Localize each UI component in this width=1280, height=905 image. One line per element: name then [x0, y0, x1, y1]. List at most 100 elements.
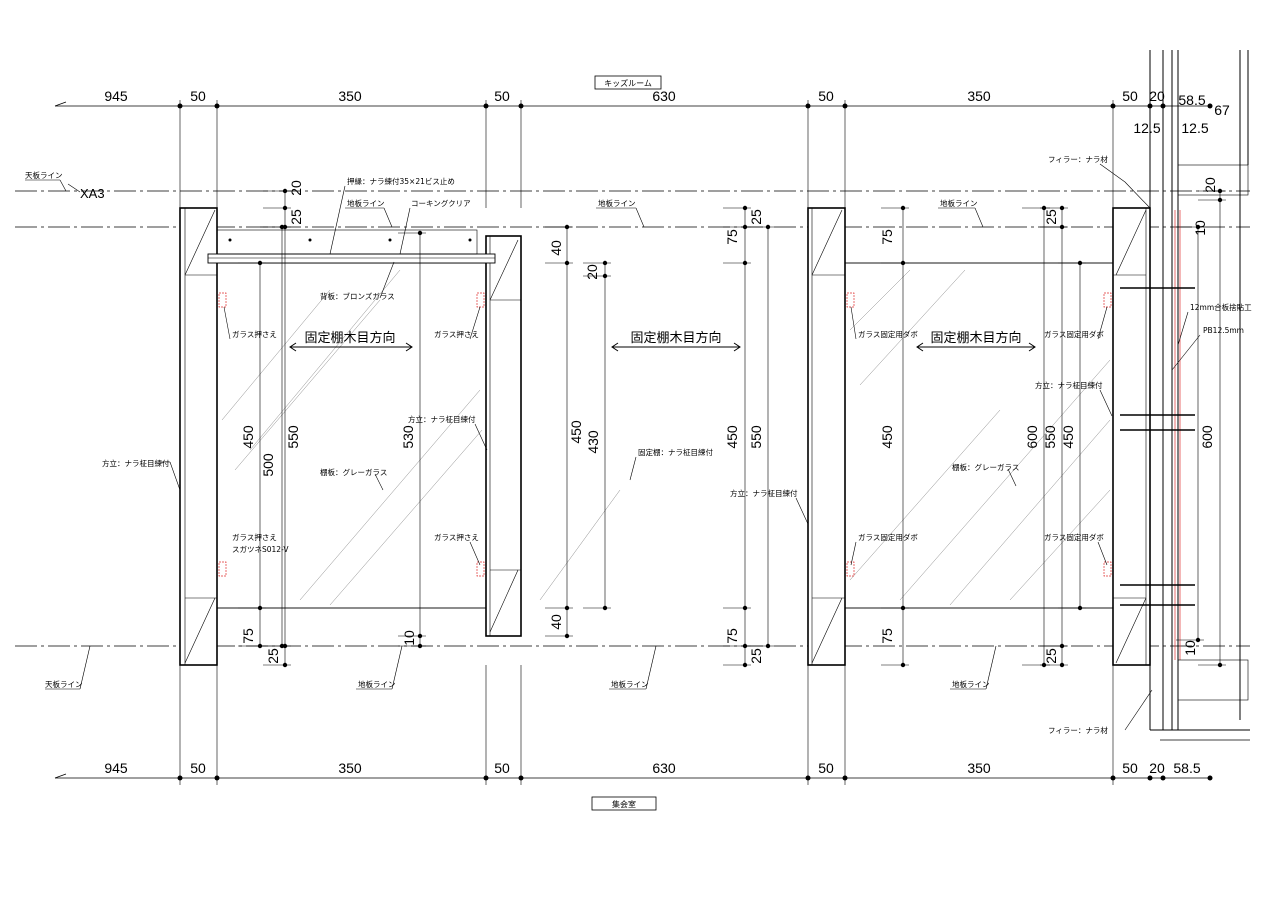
side-panel-center-right	[807, 207, 846, 666]
vdim-75d: 75	[879, 229, 895, 245]
dimension-line-bottom: 945 50 350 50 630 50 350 50 20 58.5	[54, 760, 1213, 781]
vdim-600a: 600	[1024, 425, 1040, 449]
vdim-430: 430	[585, 430, 601, 454]
vdim-450d: 450	[879, 425, 895, 449]
note-dowel-3: ガラス固定用ダボ	[1044, 329, 1104, 339]
room-name-kids: キッズルーム	[604, 78, 652, 88]
vdim-40a: 40	[548, 240, 564, 256]
vdim-75b: 75	[724, 229, 740, 245]
note-floor-line-4: 地板ライン	[611, 679, 649, 689]
vdim-75c: 75	[724, 628, 740, 644]
vdim-600b: 600	[1199, 425, 1215, 449]
side-panel-left	[179, 207, 218, 666]
wall-section	[1120, 50, 1250, 741]
note-side-panel-2: 方立：ナラ柾目練付	[102, 458, 170, 468]
room-label-top: キッズルーム	[594, 75, 662, 90]
annotations: 天板ライン 天板ライン 押縁：ナラ練付35×21ビス止め 地板ライン コーキング…	[25, 154, 1252, 735]
note-floor-line-6: 地板ライン	[952, 679, 990, 689]
glass-bay-2	[539, 489, 621, 601]
dim-top-630: 630	[652, 88, 676, 104]
note-ceiling-line-top: 天板ライン	[25, 170, 63, 180]
vdim-10c: 10	[1182, 640, 1198, 656]
note-floor-line-1: 地板ライン	[347, 198, 385, 208]
room-name-hall: 集会室	[612, 799, 636, 809]
note-glass-holder-4: ガラス押さえ	[434, 532, 479, 542]
vdim-40b: 40	[548, 614, 564, 630]
note-ceiling-line-bottom: 天板ライン	[45, 679, 83, 689]
dim-bottom-945: 945	[104, 760, 128, 776]
vdim-25f: 25	[1043, 648, 1059, 664]
vdim-10b: 10	[1192, 220, 1208, 236]
vdim-25b: 25	[265, 648, 281, 664]
vdim-25d: 25	[748, 648, 764, 664]
note-dowel-2: ガラス固定用ダボ	[858, 532, 918, 542]
note-dowel-1: ガラス固定用ダボ	[858, 329, 918, 339]
note-floor-line-2: 地板ライン	[598, 198, 636, 208]
note-glass-holder-2: ガラス押さえ	[232, 532, 277, 542]
grain-direction-label-1: 固定棚木目方向	[304, 330, 395, 346]
dim-top-50a: 50	[190, 88, 206, 104]
side-panel-right	[1112, 207, 1151, 666]
note-back-gray-1: 棚板：グレーガラス	[320, 467, 387, 477]
note-pb: PB12.5mm	[1203, 326, 1244, 335]
dim-tick-top	[1207, 103, 1213, 109]
note-side-panel-3: 方立：ナラ柾目練付	[730, 488, 798, 498]
dim-bottom-350b: 350	[967, 760, 991, 776]
vdim-75a: 75	[240, 628, 256, 644]
vertical-dims	[238, 188, 1226, 668]
dim-bottom-20: 20	[1149, 760, 1165, 776]
side-panel-center-left	[485, 235, 522, 637]
dim-tick-bottom	[1207, 775, 1213, 781]
dim-bottom-50a: 50	[190, 760, 206, 776]
dim-top-12-5b: 12.5	[1181, 120, 1208, 136]
glass-holders	[218, 292, 1112, 577]
dim-top-350a: 350	[338, 88, 362, 104]
vdim-25c: 25	[748, 209, 764, 225]
dim-top-350b: 350	[967, 88, 991, 104]
vdim-450b: 450	[568, 420, 584, 444]
vdim-450e: 450	[1060, 425, 1076, 449]
note-floor-line-5: 地板ライン	[940, 198, 978, 208]
grain-direction-label-3: 固定棚木目方向	[930, 330, 1021, 346]
grain-arrows: 固定棚木目方向 固定棚木目方向 固定棚木目方向	[289, 330, 1036, 352]
note-side-panel-1: 方立：ナラ柾目練付	[408, 414, 476, 424]
extension-lines	[179, 100, 1114, 785]
dim-tick-bottom	[1160, 775, 1166, 781]
vdim-20b: 20	[584, 264, 600, 280]
note-back-gray-2: 棚板：グレーガラス	[952, 462, 1019, 472]
molding-strip	[207, 229, 496, 264]
dim-top-50c: 50	[818, 88, 834, 104]
grid-label: XA3	[80, 186, 105, 201]
glass-bay-1	[216, 262, 487, 609]
dim-bottom-350a: 350	[338, 760, 362, 776]
note-floor-line-3: 地板ライン	[358, 679, 396, 689]
dim-bottom-50b: 50	[494, 760, 510, 776]
note-dowel-4: ガラス固定用ダボ	[1044, 532, 1104, 542]
dim-tick-bottom	[1147, 775, 1153, 781]
dim-top-12-5a: 12.5	[1133, 120, 1160, 136]
note-back-bronze: 背板：ブロンズガラス	[320, 291, 395, 301]
note-glass-holder-3: ガラス押さえ	[434, 329, 479, 339]
note-caulking: コーキングクリア	[411, 198, 471, 208]
note-glass-holder-part: スガツネS012-V	[232, 544, 289, 554]
note-filler-top: フィラー：ナラ材	[1048, 154, 1108, 164]
dimension-line-top: 945 50 350 50 630 50 350 50 20 58.5 67 1…	[54, 88, 1230, 136]
dim-bottom-50d: 50	[1122, 760, 1138, 776]
dim-bottom-630: 630	[652, 760, 676, 776]
vdim-10a: 10	[401, 630, 417, 646]
vdim-550a: 550	[285, 425, 301, 449]
vdim-20a: 20	[288, 180, 304, 196]
note-filler-bottom: フィラー：ナラ材	[1048, 725, 1108, 735]
dim-top-50d: 50	[1122, 88, 1138, 104]
vdim-25e: 25	[1043, 209, 1059, 225]
dim-top-50b: 50	[494, 88, 510, 104]
vdim-550c: 550	[1042, 425, 1058, 449]
dim-top-58-5: 58.5	[1178, 92, 1205, 108]
glass-bay-3	[844, 262, 1114, 609]
vertical-dim-labels: 20 25 450 500 550 530 75 25 10 40 20 450…	[240, 177, 1218, 664]
vdim-450c: 450	[724, 425, 740, 449]
note-side-panel-4: 方立：ナラ柾目練付	[1035, 380, 1103, 390]
note-glass-holder-1: ガラス押さえ	[232, 329, 277, 339]
note-molding: 押縁：ナラ練付35×21ビス止め	[347, 176, 455, 186]
